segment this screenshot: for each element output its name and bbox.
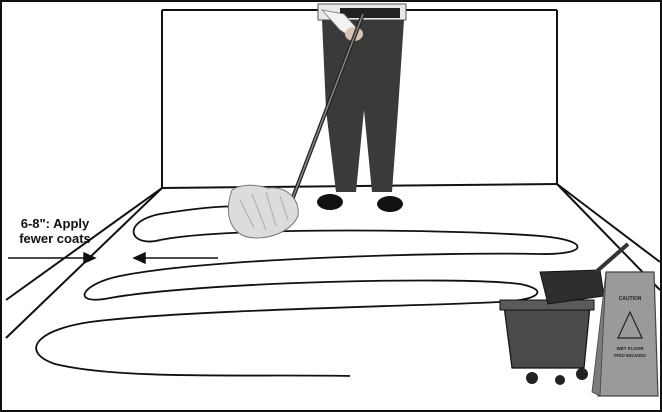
- sign-caution-label: CAUTION: [619, 296, 642, 302]
- annotation-line-1: 6-8": Apply: [10, 216, 100, 231]
- sign-line-2: PISO MOJADO: [614, 353, 646, 358]
- sign-line-1: WET FLOOR: [617, 346, 645, 351]
- spacing-annotation: 6-8": Apply fewer coats: [10, 216, 100, 246]
- annotation-line-2: fewer coats: [10, 231, 100, 246]
